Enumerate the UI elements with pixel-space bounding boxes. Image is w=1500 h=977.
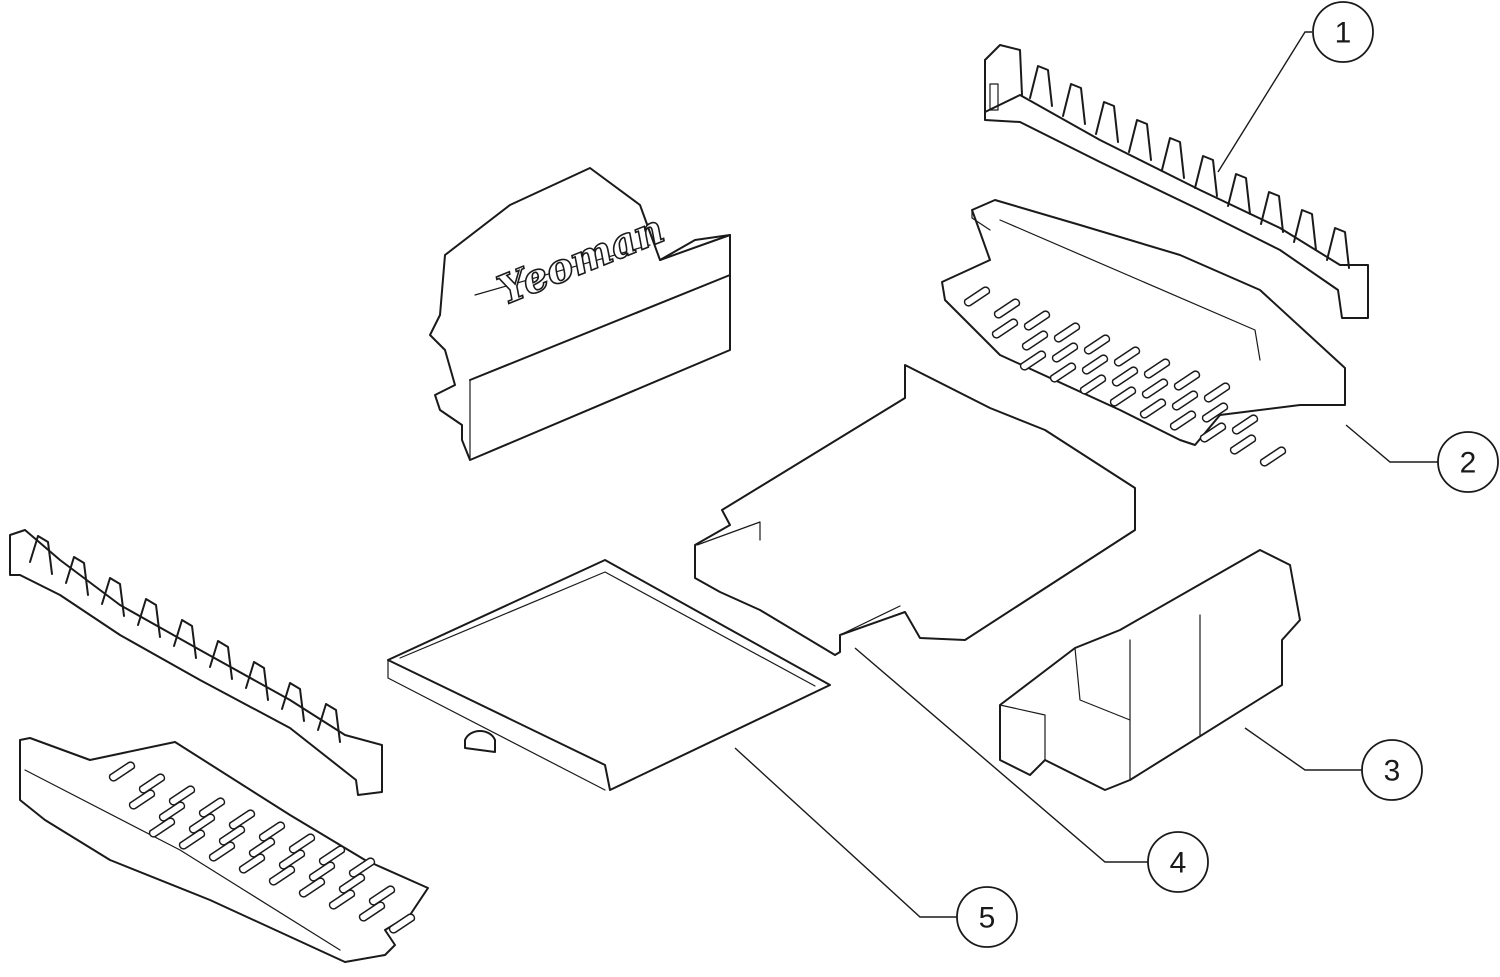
grate-slot: [138, 773, 166, 794]
grate-slot: [368, 885, 396, 906]
grate-slot: [1053, 322, 1081, 343]
fret-tooth: [1128, 119, 1152, 161]
fret-tooth: [245, 661, 269, 701]
part-3-support: [999, 549, 1301, 791]
grate-slot: [1049, 362, 1077, 383]
grate-slot: [208, 841, 236, 862]
callout-1-number: 1: [1335, 17, 1352, 50]
fret-tooth: [1161, 137, 1185, 179]
grate-slot: [1203, 382, 1231, 403]
part-1-fret: [984, 44, 1369, 319]
grate-slot: [1173, 370, 1201, 391]
grate-slot: [1171, 390, 1199, 411]
grate-slot: [268, 865, 296, 886]
grate-slot: [168, 785, 196, 806]
grate-slot: [1143, 358, 1171, 379]
fret-tooth: [65, 556, 89, 596]
grate-slot: [1229, 434, 1257, 455]
grate-slot: [1259, 446, 1287, 467]
part-5-ashpan: [387, 559, 831, 791]
fret-tooth: [101, 577, 125, 617]
grate-slot: [298, 877, 326, 898]
fret-tooth: [137, 598, 161, 638]
grate-slot: [178, 829, 206, 850]
grate-slot: [248, 837, 276, 858]
callout-5-number: 5: [979, 902, 996, 935]
grate-slot: [1051, 342, 1079, 363]
grate-slot: [288, 833, 316, 854]
part-4-baseplate: [694, 364, 1136, 656]
brand-logo-text: Yeoman: [491, 205, 670, 314]
grate-slot: [148, 817, 176, 838]
grate-slot: [1081, 354, 1109, 375]
fret-tooth: [209, 640, 233, 680]
grate-slot: [963, 286, 991, 307]
callout-3-number: 3: [1384, 755, 1401, 788]
grate-slot: [1079, 374, 1107, 395]
grate-slot: [228, 809, 256, 830]
fret-tooth: [1326, 227, 1350, 269]
grate-slot: [993, 298, 1021, 319]
grate-slot: [1201, 402, 1229, 423]
fret-lower-left: [9, 529, 383, 796]
fret-tooth: [317, 703, 341, 743]
grate-slot: [1111, 366, 1139, 387]
grate-slot: [1109, 386, 1137, 407]
grate-slot: [108, 761, 136, 782]
grate-slot: [128, 789, 156, 810]
grate-slot: [188, 813, 216, 834]
fret-tooth: [1029, 65, 1053, 107]
grate-slot: [258, 821, 286, 842]
grate-slot: [1023, 310, 1051, 331]
grate-slot: [238, 853, 266, 874]
fret-tooth: [29, 535, 53, 575]
leader-line-2: [1345, 424, 1438, 463]
grate-slot: [158, 801, 186, 822]
fret-tooth: [1194, 155, 1218, 197]
callout-5: 5: [956, 886, 1018, 948]
grate-slot: [388, 913, 416, 934]
grate-slot: [318, 845, 346, 866]
grate-slot: [1113, 346, 1141, 367]
part-2-grate: [941, 199, 1346, 467]
callout-2-number: 2: [1460, 447, 1477, 480]
fret-tooth: [1260, 191, 1284, 233]
grate-slot: [328, 889, 356, 910]
fret-tooth: [1227, 173, 1251, 215]
callout-2: 2: [1437, 431, 1499, 493]
grate-slot: [1141, 378, 1169, 399]
grate-slot: [308, 861, 336, 882]
leader-line-1: [1217, 31, 1312, 173]
grate-slot: [338, 873, 366, 894]
fireback-yeoman: Yeoman: [429, 167, 731, 461]
grate-slot: [1019, 350, 1047, 371]
grate-slot: [348, 857, 376, 878]
grate-slot: [198, 797, 226, 818]
grate-slot: [1199, 422, 1227, 443]
grate-slot: [278, 849, 306, 870]
callout-1: 1: [1312, 1, 1374, 63]
grate-slot: [1231, 414, 1259, 435]
leader-line-5: [734, 747, 962, 918]
grate-slot: [1169, 410, 1197, 431]
grate-lower-left: [19, 737, 429, 963]
callout-3: 3: [1361, 739, 1423, 801]
fret-tooth: [1293, 209, 1317, 251]
fret-tooth: [281, 682, 305, 722]
grate-slot: [1021, 330, 1049, 351]
grate-slot: [358, 901, 386, 922]
grate-slot: [218, 825, 246, 846]
callout-4: 4: [1147, 831, 1209, 893]
leader-line-4: [854, 647, 1148, 863]
leader-line-3: [1244, 727, 1362, 771]
grate-slot: [991, 318, 1019, 339]
callout-4-number: 4: [1170, 847, 1187, 880]
grate-slot: [1139, 398, 1167, 419]
grate-slot: [1083, 334, 1111, 355]
fret-tooth: [173, 619, 197, 659]
fret-tooth: [1062, 83, 1086, 125]
fret-tooth: [1095, 101, 1119, 143]
